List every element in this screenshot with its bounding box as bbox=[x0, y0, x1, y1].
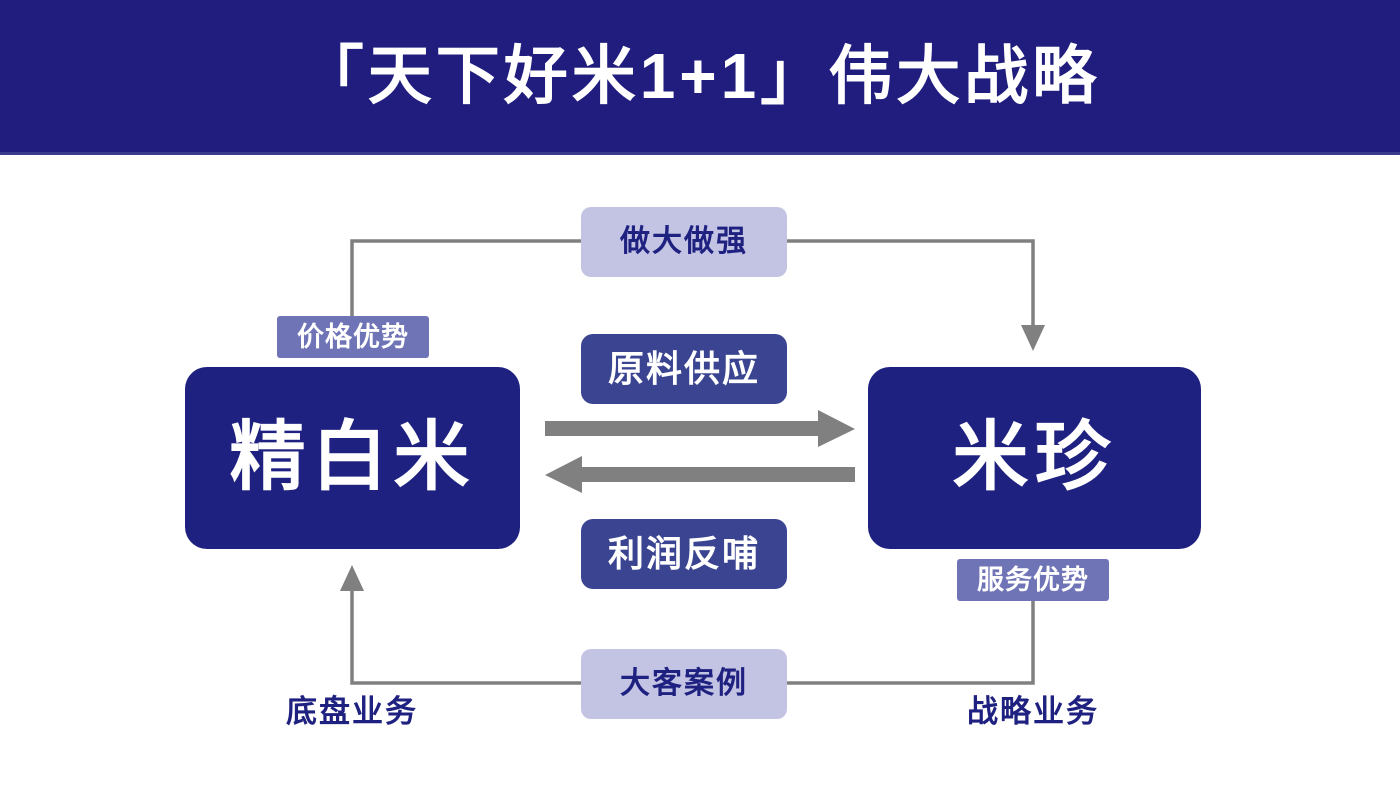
flow-pill-feedback[interactable]: 利润反哺 bbox=[581, 519, 787, 589]
title-banner: 「天下好米1+1」伟大战略 bbox=[0, 0, 1400, 152]
flow-pill-supply[interactable]: 原料供应 bbox=[581, 334, 787, 404]
page-title: 「天下好米1+1」伟大战略 bbox=[299, 40, 1101, 112]
caption-strategic-business: 战略业务 bbox=[967, 694, 1099, 729]
arrow-feedback-left bbox=[545, 456, 855, 493]
entity-box-jingbaimi[interactable]: 精白米 bbox=[185, 367, 520, 549]
entity-label-jingbaimi: 精白米 bbox=[229, 415, 476, 500]
tag-service-advantage[interactable]: 服务优势 bbox=[957, 559, 1109, 601]
caption-base-business: 底盘业务 bbox=[286, 694, 418, 729]
flow-pill-case[interactable]: 大客案例 bbox=[581, 649, 787, 719]
arrow-supply-right bbox=[545, 410, 855, 447]
entity-label-mizhen: 米珍 bbox=[952, 415, 1117, 500]
diagram-canvas: 精白米 米珍 做大做强 原料供应 利润反哺 大客案例 价格优势 服务优势 底盘业… bbox=[0, 155, 1400, 788]
tag-price-advantage[interactable]: 价格优势 bbox=[277, 316, 429, 358]
banner-divider bbox=[0, 152, 1400, 155]
entity-box-mizhen[interactable]: 米珍 bbox=[868, 367, 1201, 549]
flow-pill-grow[interactable]: 做大做强 bbox=[581, 207, 787, 277]
